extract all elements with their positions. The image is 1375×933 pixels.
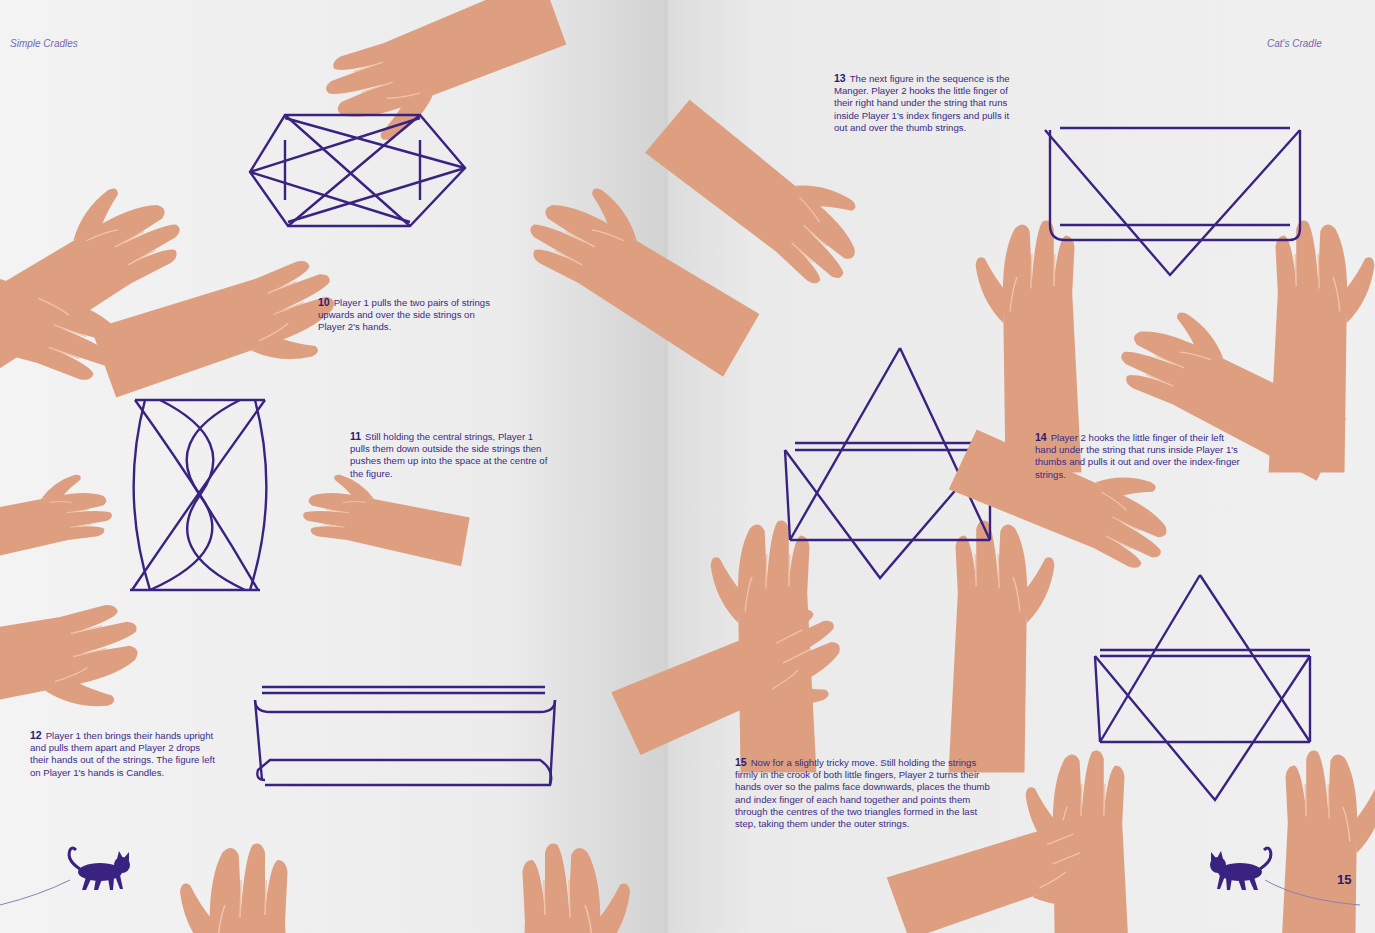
step-instruction: The next figure in the sequence is the M…: [834, 73, 1010, 133]
step-number: 14: [1035, 431, 1047, 443]
step-number: 11: [350, 430, 361, 442]
figure-10: [0, 0, 774, 424]
running-head: Cat's Cradle: [1267, 38, 1322, 50]
step-instruction: Player 1 then brings their hands upright…: [30, 730, 215, 778]
step-text: 13The next figure in the sequence is the…: [834, 72, 1024, 134]
step-number: 15: [735, 756, 747, 768]
running-head: Cat's Cradle: [1267, 38, 1322, 49]
step-text: 15Now for a slightly tricky move. Still …: [735, 756, 995, 830]
step-instruction: Now for a slightly tricky move. Still ho…: [735, 757, 990, 829]
running-head: Simple Cradles: [10, 38, 78, 49]
running-head: Simple Cradles: [10, 38, 78, 50]
step-text: 12Player 1 then brings their hands uprig…: [30, 729, 218, 779]
step-text: 10Player 1 pulls the two pairs of string…: [318, 296, 503, 334]
step-instruction: Player 1 pulls the two pairs of strings …: [318, 297, 490, 332]
figure-11: [0, 215, 473, 748]
step-number: 10: [318, 296, 330, 308]
step-number: 12: [30, 729, 42, 741]
step-instruction: Still holding the central strings, Playe…: [350, 431, 547, 479]
figure-12: [180, 687, 630, 933]
figure-14: [611, 79, 1357, 780]
step-number: 13: [834, 72, 846, 84]
figure-15: [887, 406, 1375, 933]
page-number: 15: [1337, 874, 1351, 887]
step-text: 14Player 2 hooks the little finger of th…: [1035, 431, 1240, 481]
step-text: 11Still holding the central strings, Pla…: [350, 430, 555, 480]
page-number: 15: [1337, 872, 1351, 887]
step-instruction: Player 2 hooks the little finger of thei…: [1035, 432, 1240, 480]
cat-ornament: [0, 848, 1360, 905]
